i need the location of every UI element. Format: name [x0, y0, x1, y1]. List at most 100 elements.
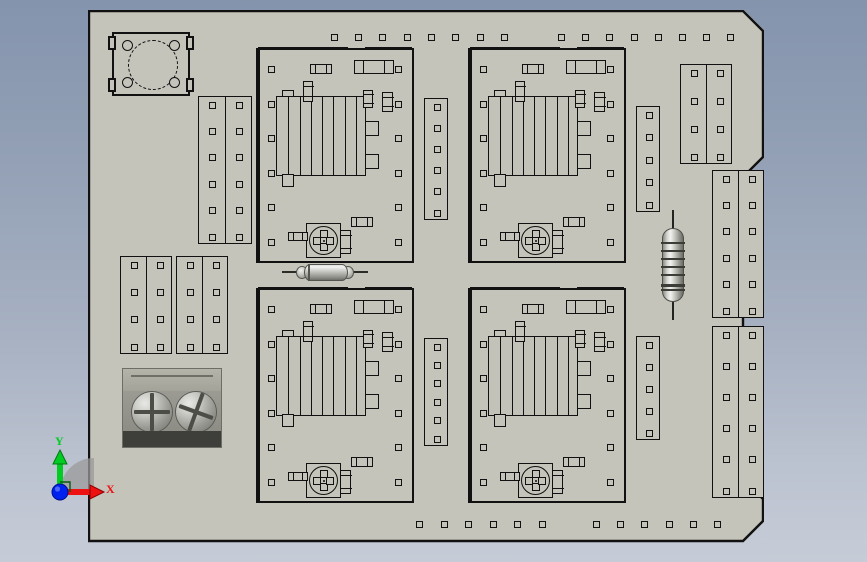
heatsink-fins — [276, 96, 366, 176]
header-pin-pad — [716, 69, 724, 77]
driver-module-top-right[interactable] — [468, 47, 626, 263]
header-pin-pad — [722, 201, 730, 209]
trimpot-notch — [531, 243, 540, 251]
trimpot-lead — [500, 231, 520, 242]
smd-capacitor — [310, 63, 332, 75]
header-2x4-topright[interactable] — [680, 64, 732, 164]
heatsink-fin — [333, 337, 335, 415]
edge-pad-bottom — [490, 521, 497, 528]
module-pad-right — [395, 444, 402, 452]
header-pin-pad — [645, 341, 653, 349]
header-pin-pad — [433, 145, 441, 153]
module-pad-right — [607, 375, 614, 383]
terminal-screw-1[interactable] — [132, 392, 172, 432]
header-2x6-rightlow[interactable] — [712, 326, 764, 498]
smd-capacitor — [563, 456, 585, 468]
header-pin-pad — [212, 316, 220, 324]
module-pad-left — [480, 239, 487, 246]
heatsink-tab — [282, 330, 294, 337]
header-2x4-b[interactable] — [176, 256, 228, 354]
header-pin-pad — [433, 167, 441, 175]
edge-pad-top — [655, 34, 662, 41]
header-pin-pad — [212, 261, 220, 269]
header-pin-pad — [748, 362, 756, 370]
resistor-body — [662, 228, 684, 302]
header-pin-pad — [212, 343, 220, 351]
header-1x6-mid-b[interactable] — [424, 338, 448, 446]
electrolytic-capacitor — [574, 90, 586, 108]
header-pin-pad — [645, 385, 653, 393]
module-pad-right — [607, 479, 614, 486]
header-pin-pad — [433, 361, 441, 369]
header-2x6-right[interactable] — [712, 170, 764, 318]
header-pin-pad — [645, 111, 653, 119]
heatsink-fin — [556, 97, 558, 175]
heatsink-tab — [577, 121, 591, 136]
driver-module-bottom-right[interactable] — [468, 287, 626, 503]
header-1x5-right-b[interactable] — [636, 336, 660, 440]
terminal-screw-2[interactable] — [176, 392, 216, 432]
trimpot-notch — [326, 476, 334, 485]
heatsink-fin — [322, 97, 323, 175]
heatsink-fin — [511, 97, 513, 175]
header-divider — [706, 65, 708, 163]
smd-capacitor — [522, 63, 544, 75]
heatsink-tab — [494, 90, 506, 97]
module-pad-left — [268, 306, 275, 313]
edge-pad-bottom — [539, 521, 546, 528]
trimpot-notch — [313, 236, 321, 245]
edge-pad-bottom — [441, 521, 448, 528]
trimpot-notch — [326, 236, 334, 245]
axial-resistor — [661, 210, 685, 320]
header-1x5-right-a[interactable] — [636, 106, 660, 212]
trimmer-potentiometer[interactable] — [306, 463, 341, 498]
trimpot-notch — [319, 470, 328, 478]
trimpot-dial — [521, 466, 550, 495]
driver-module-top-left[interactable] — [256, 47, 414, 263]
module-pad-right — [607, 100, 614, 108]
electrolytic-capacitor — [593, 332, 606, 352]
trimmer-potentiometer[interactable] — [306, 223, 341, 258]
module-pad-right — [395, 66, 402, 73]
header-1x6-mid-a[interactable] — [424, 98, 448, 220]
heatsink-fin — [288, 337, 290, 415]
trimpot-notch — [319, 243, 328, 251]
module-top-rail — [470, 47, 561, 50]
header-pin-pad — [209, 154, 216, 162]
axis-label-x: X — [106, 482, 115, 496]
pushbutton-pin — [169, 40, 180, 51]
screw-terminal-block[interactable] — [122, 368, 222, 448]
header-pin-pad — [722, 362, 730, 370]
module-pad-right — [395, 100, 402, 108]
heatsink-fins — [488, 336, 578, 416]
trimpot-notch — [538, 236, 546, 245]
trimmer-potentiometer[interactable] — [518, 223, 553, 258]
module-left-rail — [469, 290, 472, 501]
edge-pad-bottom — [641, 521, 648, 528]
driver-module-bottom-left[interactable] — [256, 287, 414, 503]
trimmer-potentiometer[interactable] — [518, 463, 553, 498]
heatsink-fin — [567, 97, 569, 175]
heatsink-fin — [500, 337, 502, 415]
heatsink-tab — [494, 414, 506, 427]
header-pin-pad — [645, 363, 653, 371]
module-left-rail — [257, 290, 260, 501]
smd-capacitor-large — [354, 59, 394, 75]
module-pad-left — [268, 409, 275, 417]
trimpot-center — [322, 239, 325, 242]
trimpot-lead-can — [551, 470, 564, 494]
module-pad-left — [480, 306, 487, 313]
electrolytic-capacitor — [302, 321, 314, 342]
module-pad-left — [480, 375, 487, 383]
header-2x6-left[interactable] — [198, 96, 252, 244]
header-pin-pad — [156, 343, 164, 351]
header-pin-pad — [690, 125, 698, 133]
edge-pad-bottom — [416, 521, 423, 528]
tactile-pushbutton[interactable] — [108, 32, 194, 96]
header-pin-pad — [748, 175, 756, 183]
heatsink-fin — [299, 97, 301, 175]
header-pin-pad — [433, 380, 441, 388]
header-2x4-a[interactable] — [120, 256, 172, 354]
module-pad-left — [480, 340, 487, 348]
